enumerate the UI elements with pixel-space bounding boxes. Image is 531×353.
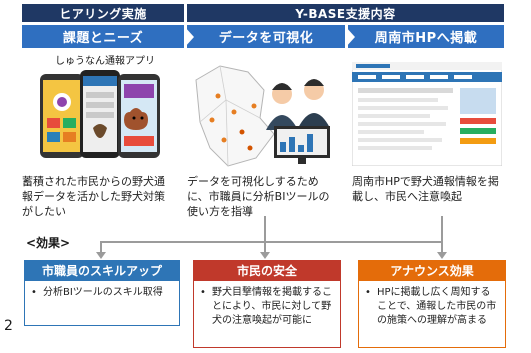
outcome-skill-header: 市職員のスキルアップ (24, 260, 180, 280)
outcome-announce-item: HPに掲載し広く周知することで、通報した市民の市の施策への理解が高まる (365, 286, 499, 328)
step-title-publish: 周南市HPへ掲載 (348, 25, 504, 48)
outcome-announce-body: HPに掲載し広く周知することで、通報した市民の市の施策への理解が高まる (358, 280, 506, 348)
step-desc-publish: 周南市HPで野犬通報情報を掲載し、市民へ注意喚起 (352, 175, 499, 203)
outcome-announce-title: アナウンス効果 (390, 263, 474, 278)
connector-visualize (264, 216, 266, 242)
outcome-safety-item: 野犬目撃情報を掲載することにより、市民に対して野犬の注意喚起が可能に (200, 286, 334, 328)
step-title-publish-label: 周南市HPへ掲載 (374, 31, 478, 46)
connector-drop-2 (264, 241, 266, 253)
outcome-announce-header: アナウンス効果 (358, 260, 506, 280)
step-title-issues-label: 課題とニーズ (62, 31, 144, 46)
step-title-visualize-label: データを可視化 (218, 31, 314, 46)
smartphone-app-illustration (40, 70, 160, 158)
outcome-safety-header: 市民の安全 (193, 260, 341, 280)
step-arrow-1 (184, 26, 194, 48)
outcome-safety-title: 市民の安全 (236, 263, 297, 278)
connector-publish (441, 216, 443, 242)
hearing-header-label: ヒアリング実施 (59, 6, 147, 21)
outcome-skill-item: 分析BIツールのスキル取得 (31, 286, 173, 300)
step-desc-visualize: データを可視化しするために、市職員に分析BIツールの使い方を指導 (187, 175, 330, 218)
connector-drop-3 (441, 241, 443, 253)
support-header-label: Y-BASE支援内容 (295, 6, 396, 21)
page-number: 2 (4, 318, 13, 334)
data-visualization-illustration (195, 65, 330, 167)
arrowhead-1 (96, 252, 106, 259)
support-header: Y-BASE支援内容 (187, 4, 504, 22)
arrowhead-2 (260, 252, 270, 259)
step-arrow-2 (345, 26, 355, 48)
outcome-safety-body: 野犬目撃情報を掲載することにより、市民に対して野犬の注意喚起が可能に (193, 280, 341, 348)
step-title-issues: 課題とニーズ (22, 25, 184, 48)
arrowhead-3 (437, 252, 447, 259)
connector-drop-1 (100, 241, 102, 253)
outcome-skill-body: 分析BIツールのスキル取得 (24, 280, 180, 326)
city-website-screenshot (352, 62, 502, 166)
outcome-skill-title: 市職員のスキルアップ (41, 263, 162, 278)
connector-horizontal (100, 241, 443, 243)
step-title-visualize: データを可視化 (187, 25, 345, 48)
hearing-header: ヒアリング実施 (22, 4, 184, 22)
step-desc-issues: 蓄積された市民からの野犬通報データを活かした野犬対策がしたい (22, 175, 165, 218)
effects-label: <効果> (26, 236, 71, 250)
app-name: しゅうなん通報アプリ (55, 56, 155, 67)
